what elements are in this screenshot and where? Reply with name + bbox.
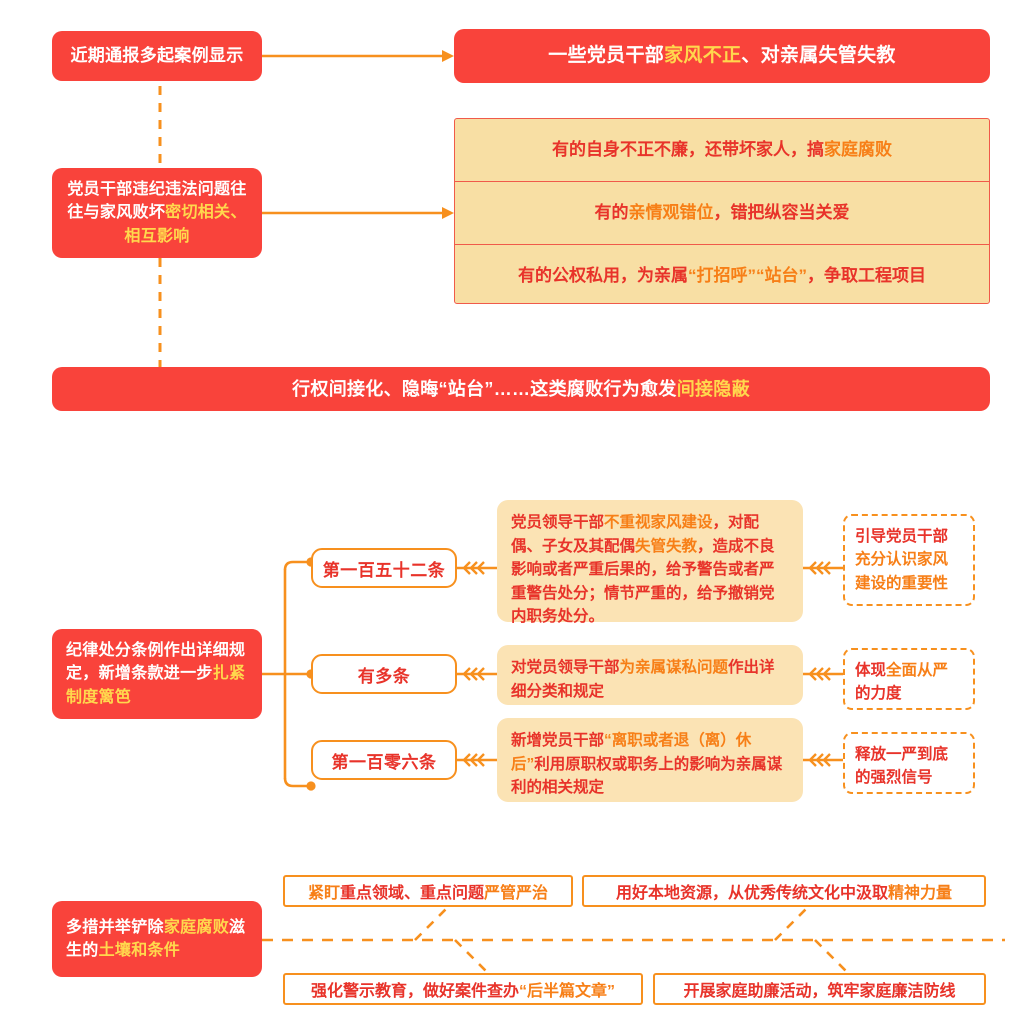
outcome0-part1: 引导党员干部 (855, 528, 949, 545)
section4-lead-part1: 多措并举铲除 (66, 918, 164, 936)
section4-lead-hl1: 家庭腐败 (163, 918, 230, 936)
section4-lead-box: 多措并举铲除家庭腐败滋生的土壤和条件 (52, 901, 262, 977)
article-pill-2[interactable]: 第一百零六条 (311, 740, 457, 780)
content1-hl1: 为亲属谋私问题 (619, 659, 729, 676)
outcome1-highlight: 全面从严 (886, 662, 949, 679)
content2-part1: 新增党员干部 (511, 732, 605, 749)
article-content-1: 对党员领导干部为亲属谋私问题作出详细分类和规定 (497, 645, 803, 705)
outcome-box-1: 体现全面从严的力度 (843, 648, 975, 710)
measure2-part1: 强化警示教育，做好案件查办 (310, 983, 519, 1000)
table-row: 有的公权私用，为亲属“打招呼”“站台”，争取工程项目 (455, 245, 989, 303)
row0-highlight: 家庭腐败 (824, 140, 892, 160)
section3-lead-highlight: 扎紧制度篱笆 (66, 665, 246, 706)
content0-part2: ，对配偶、子女及其配偶 (511, 514, 760, 555)
content0-hl1: 不重视家风建设 (604, 514, 713, 531)
section4-lead-hl2: 土壤和条件 (98, 942, 181, 959)
row2-part2: ，争取工程项目 (807, 266, 926, 286)
causes-table: 有的自身不正不廉，还带坏家人，搞家庭腐败 有的亲情观错位，错把纵容当关爱 有的公… (454, 118, 990, 304)
outcome-box-0: 引导党员干部充分认识家风建设的重要性 (843, 514, 975, 606)
row1-part2: ，错把纵容当关爱 (713, 203, 850, 223)
article-pill-0-label: 第一百五十二条 (322, 560, 446, 580)
headline-banner: 一些党员干部家风不正、对亲属失管失教 (454, 29, 990, 83)
article-pill-1[interactable]: 有多条 (311, 654, 457, 694)
content1-part2: 作出详细分类和规定 (511, 659, 775, 700)
headline-highlight: 家风不正 (664, 45, 742, 67)
measure0-part2: 重点领域、重点问题 (339, 885, 484, 902)
content0-part3: ，造成不良影响或者严重后果的，给予警告或者严重警告处分；情节严重的，给予撤销党内… (511, 537, 775, 626)
content0-hl2: 失管失教 (635, 537, 698, 555)
section2-lead-highlight: 密切相关、相互影响 (124, 204, 247, 245)
row1-part1: 有的 (594, 203, 629, 223)
article-pill-1-label: 有多条 (357, 666, 411, 686)
table-row: 有的自身不正不廉，还带坏家人，搞家庭腐败 (455, 119, 989, 182)
measure-box-2: 强化警示教育，做好案件查办“后半篇文章” (283, 973, 643, 1005)
section2-summary-banner: 行权间接化、隐晦“站台”……这类腐败行为愈发间接隐蔽 (52, 367, 990, 411)
measure0-hl2: 严管严治 (484, 885, 549, 902)
measure2-hl1: “后半篇文章” (519, 983, 616, 1000)
article-content-0: 党员领导干部不重视家风建设，对配偶、子女及其配偶失管失教，造成不良影响或者严重后… (497, 500, 803, 625)
content2-part2: 利用原职权或职务上的影响为亲属谋利的相关规定 (511, 755, 783, 797)
row2-part1: 有的公权私用，为亲属 (518, 266, 688, 286)
measure1-hl1: 精神力量 (888, 885, 953, 902)
measure0-hl1: 紧盯 (307, 885, 340, 902)
row1-highlight: 亲情观错位 (628, 203, 714, 223)
outcome-box-2: 释放一严到底的强烈信号 (843, 732, 975, 794)
section2-lead-box: 党员干部违纪违法问题往往与家风败坏密切相关、相互影响 (52, 168, 262, 258)
article-pill-0[interactable]: 第一百五十二条 (311, 548, 457, 588)
outcome1-part1: 体现 (855, 662, 887, 679)
section3-lead-part1: 纪律处分条例作出详细规定，新增条款进一步 (66, 642, 246, 683)
source-label-box: 近期通报多起案例显示 (52, 31, 262, 81)
article-content-2: 新增党员干部“离职或者退（离）休后”利用原职权或职务上的影响为亲属谋利的相关规定 (497, 718, 803, 802)
content0-part1: 党员领导干部 (511, 514, 605, 531)
section2-lead-part1: 党员干部违纪违法问题往往与家风败坏 (67, 181, 247, 222)
section3-lead-box: 纪律处分条例作出详细规定，新增条款进一步扎紧制度篱笆 (52, 629, 262, 719)
measure3-part1: 开展家庭助廉活动，筑牢家庭廉洁防线 (683, 983, 956, 1000)
headline-part1: 一些党员干部 (548, 45, 665, 67)
measure-box-1: 用好本地资源，从优秀传统文化中汲取精神力量 (582, 875, 986, 907)
measure-box-3: 开展家庭助廉活动，筑牢家庭廉洁防线 (653, 973, 986, 1005)
table-row: 有的亲情观错位，错把纵容当关爱 (455, 182, 989, 245)
content1-part1: 对党员领导干部 (511, 659, 620, 676)
measure-box-0: 紧盯重点领域、重点问题严管严治 (283, 875, 573, 907)
row0-part1: 有的自身不正不廉，还带坏家人，搞 (552, 140, 824, 160)
source-label-text: 近期通报多起案例显示 (70, 45, 244, 65)
section4-lead-part2: 滋生的 (66, 918, 246, 959)
measure1-part1: 用好本地资源，从优秀传统文化中汲取 (615, 885, 888, 902)
headline-part2: 、对亲属失管失教 (741, 45, 896, 67)
outcome2-part1: 释放一严到底的强烈信号 (855, 746, 949, 787)
row2-highlight: “打招呼”“站台” (688, 266, 807, 286)
summary-part1: 行权间接化、隐晦“站台”……这类腐败行为愈发 (292, 378, 677, 399)
outcome1-part2: 的力度 (855, 685, 902, 703)
outcome0-highlight: 充分认识家风建设的重要性 (855, 551, 949, 592)
summary-highlight: 间接隐蔽 (676, 378, 750, 399)
article-pill-2-label: 第一百零六条 (331, 752, 437, 772)
content2-hl1: “离职或者退（离）休后” (511, 732, 752, 773)
